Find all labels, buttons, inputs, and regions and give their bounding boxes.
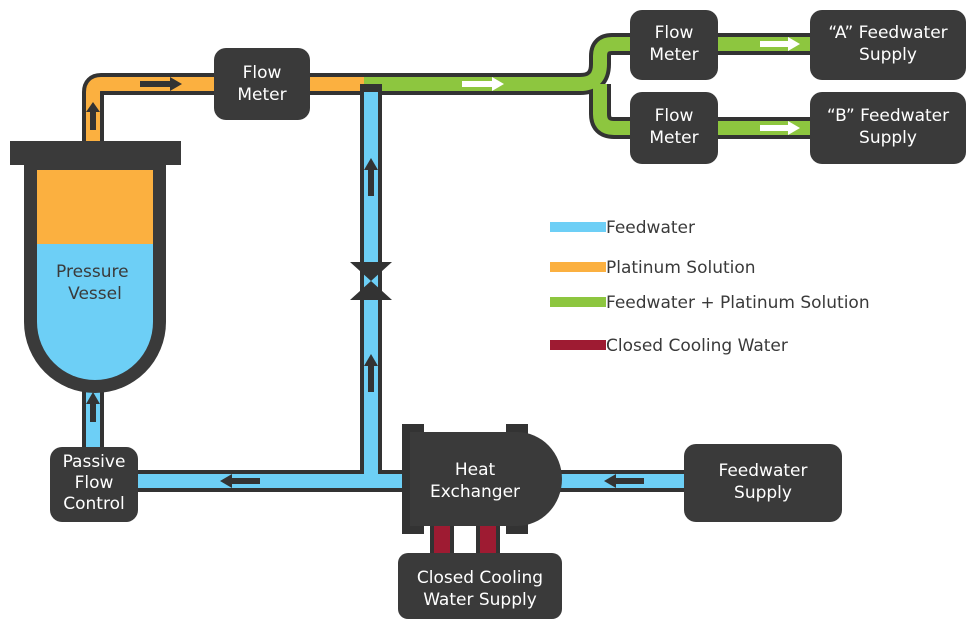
legend: Feedwater Platinum Solution Feedwater + … <box>550 218 870 356</box>
mixed-solution-pipe <box>364 33 820 139</box>
valve-icon <box>350 262 392 300</box>
flow-arrows <box>86 37 800 488</box>
legend-item-feedwater-platinum: Feedwater + Platinum Solution <box>550 293 870 313</box>
arrow-right-icon <box>760 121 800 135</box>
arrow-right-icon <box>462 77 504 91</box>
legend-item-feedwater: Feedwater <box>550 218 695 238</box>
arrow-left-icon <box>220 474 260 488</box>
arrow-left-icon <box>604 474 644 488</box>
pressure-vessel-label: Pressure Vessel <box>56 262 134 304</box>
platinum-solution-pipe <box>82 73 372 143</box>
legend-item-closed-cooling-water: Closed Cooling Water <box>550 336 788 356</box>
arrow-up-icon <box>364 158 378 196</box>
arrow-up-icon <box>364 354 378 392</box>
pressure-vessel: Pressure Vessel <box>10 141 181 393</box>
arrow-up-icon <box>86 392 100 422</box>
svg-text:Feedwater + Platinum Solution: Feedwater + Platinum Solution <box>606 293 870 313</box>
arrow-up-icon <box>86 102 100 130</box>
arrow-right-icon <box>760 37 800 51</box>
svg-text:Platinum Solution: Platinum Solution <box>606 258 756 278</box>
legend-item-platinum-solution: Platinum Solution <box>550 258 756 278</box>
arrow-right-icon <box>140 77 182 91</box>
svg-text:Feedwater: Feedwater <box>606 218 695 238</box>
svg-text:Closed Cooling Water: Closed Cooling Water <box>606 336 788 356</box>
